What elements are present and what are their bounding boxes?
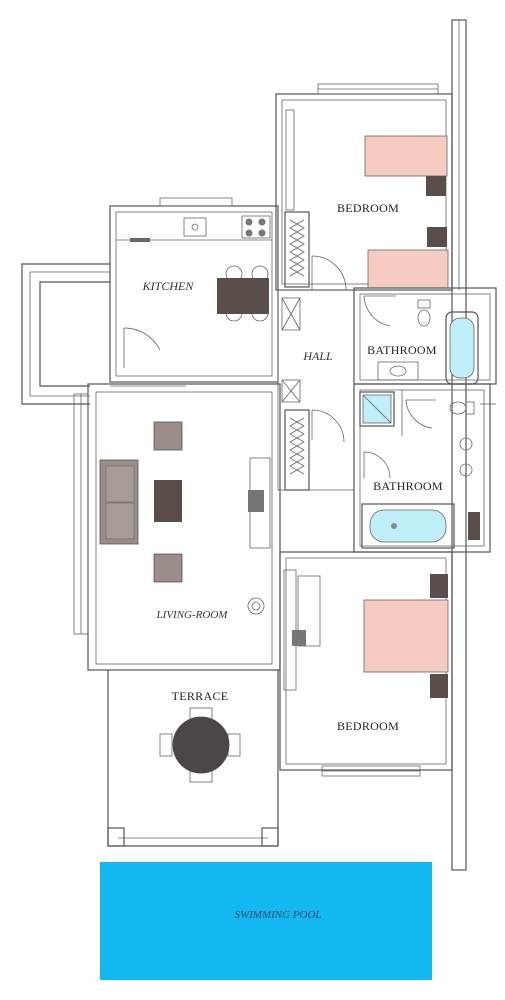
door-swing-icon: [363, 451, 391, 479]
sink-icon: [459, 437, 473, 477]
exterior-wall-right: [451, 19, 467, 871]
room-label-bedroom-top: BEDROOM: [337, 201, 399, 215]
door-swing-icon: [405, 399, 436, 429]
hall-walls: [277, 289, 355, 491]
room-label-kitchen: KITCHEN: [142, 279, 195, 293]
desk-icon: [292, 575, 321, 647]
bathtub-icon: [361, 503, 455, 549]
door-swing-icon: [311, 409, 345, 443]
dining-table-icon: [217, 265, 269, 322]
bed-icon: [367, 227, 449, 289]
sink-icon: [377, 361, 419, 381]
door-swing-icon: [363, 295, 396, 327]
balcony-left: [21, 263, 110, 405]
door-swing-icon: [311, 255, 347, 291]
armchair-icon: [153, 421, 183, 451]
wardrobe-icon: [284, 409, 310, 491]
armchair-icon: [153, 553, 183, 583]
bed-icon: [364, 135, 448, 196]
coffee-table-icon: [154, 480, 182, 522]
stove-icon: [241, 215, 271, 239]
room-label-bathroom-1: BATHROOM: [367, 343, 437, 357]
living-room-walls: [73, 383, 281, 671]
terrace-table-icon: [159, 707, 241, 783]
room-label-hall: HALL: [302, 349, 333, 363]
bathtub-icon: [445, 311, 479, 385]
tv-unit-icon: [248, 457, 271, 549]
terrace-walls: [107, 670, 279, 847]
plant-icon: [247, 597, 265, 615]
toilet-icon: [449, 401, 475, 415]
room-label-terrace: TERRACE: [172, 689, 229, 703]
toilet-icon: [417, 299, 431, 327]
sofa-icon: [99, 459, 139, 545]
room-label-swimming-pool: SWIMMING POOL: [234, 909, 321, 921]
wardrobe-icon: [284, 211, 310, 288]
bathroom-1-walls: [353, 287, 497, 385]
shower-icon: [359, 391, 395, 427]
door-swing-icon: [123, 327, 161, 368]
room-label-bedroom-bottom: BEDROOM: [337, 719, 399, 733]
room-label-living-room: LIVING-ROOM: [156, 609, 229, 621]
swimming-pool: [100, 862, 432, 980]
sink-icon: [183, 217, 207, 237]
bed-icon: [363, 574, 449, 698]
room-label-bathroom-2: BATHROOM: [373, 479, 443, 493]
